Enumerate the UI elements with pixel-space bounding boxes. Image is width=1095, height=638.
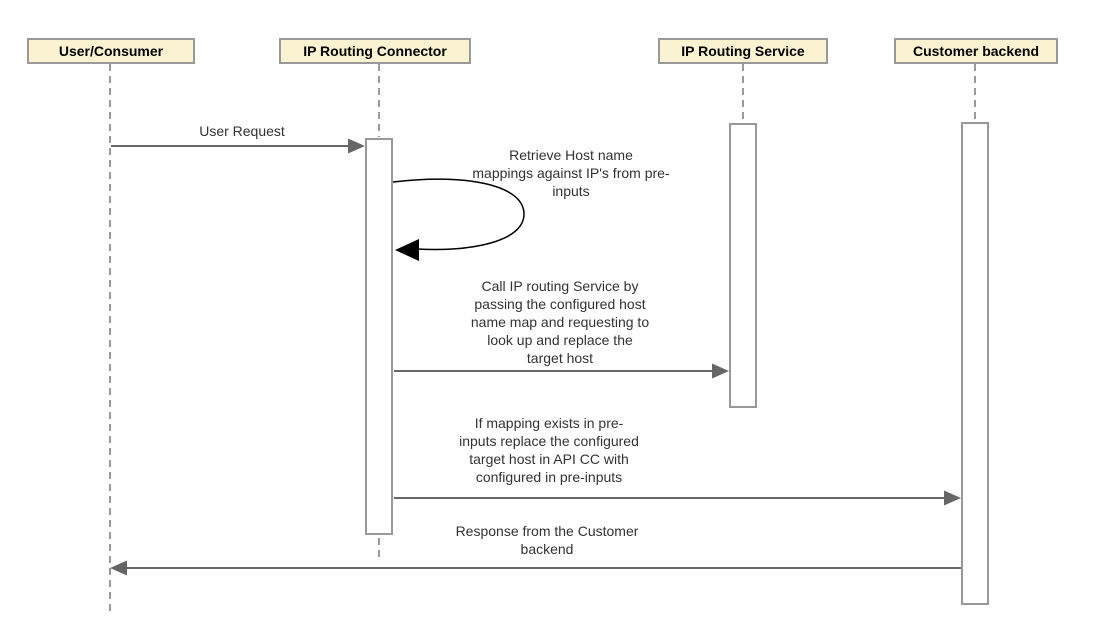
message-label-line: inputs replace the configured: [459, 433, 639, 449]
message-label-line: look up and replace the: [487, 332, 633, 348]
message-loop-retrieve-mappings: [392, 178, 525, 251]
participant-header-service: IP Routing Service: [658, 38, 828, 64]
message-label-line: User Request: [199, 123, 285, 139]
message-label-line: name map and requesting to: [470, 314, 650, 330]
message-label-line: inputs: [552, 183, 590, 199]
message-label-line: Call IP routing Service by: [481, 278, 639, 294]
message-label-retrieve-mappings: Retrieve Host name mappings against IP's…: [448, 146, 694, 200]
message-label-line: If mapping exists in pre-: [474, 415, 624, 431]
arrowhead-backend-response: [110, 560, 127, 576]
message-label-line: configured in pre-inputs: [475, 469, 623, 485]
arrowhead-call-routing-service: [712, 363, 729, 379]
participant-header-connector: IP Routing Connector: [279, 38, 471, 64]
message-label-replace-target-host: If mapping exists in pre- inputs replace…: [426, 414, 672, 486]
activation-bar-service: [729, 123, 757, 408]
message-label-line: target host: [526, 350, 594, 366]
participant-header-user: User/Consumer: [27, 38, 195, 64]
message-label-line: backend: [520, 541, 574, 557]
message-label-call-routing-service: Call IP routing Service by passing the c…: [437, 277, 683, 367]
arrowhead-retrieve-mappings: [395, 239, 419, 261]
activation-bar-backend: [961, 122, 989, 605]
message-label-line: Response from the Customer: [455, 523, 639, 539]
activation-bar-connector: [365, 138, 393, 535]
arrowhead-user-request: [348, 138, 365, 154]
message-label-line: target host in API CC with: [469, 451, 629, 467]
message-label-line: passing the configured host: [474, 296, 646, 312]
participant-header-backend: Customer backend: [894, 38, 1058, 64]
message-label-line: mappings against IP's from pre-: [472, 165, 670, 181]
message-label-user-request: User Request: [142, 122, 342, 140]
arrowhead-replace-target-host: [944, 490, 961, 506]
message-label-backend-response: Response from the Customer backend: [424, 522, 670, 558]
message-label-line: Retrieve Host name: [509, 147, 633, 163]
